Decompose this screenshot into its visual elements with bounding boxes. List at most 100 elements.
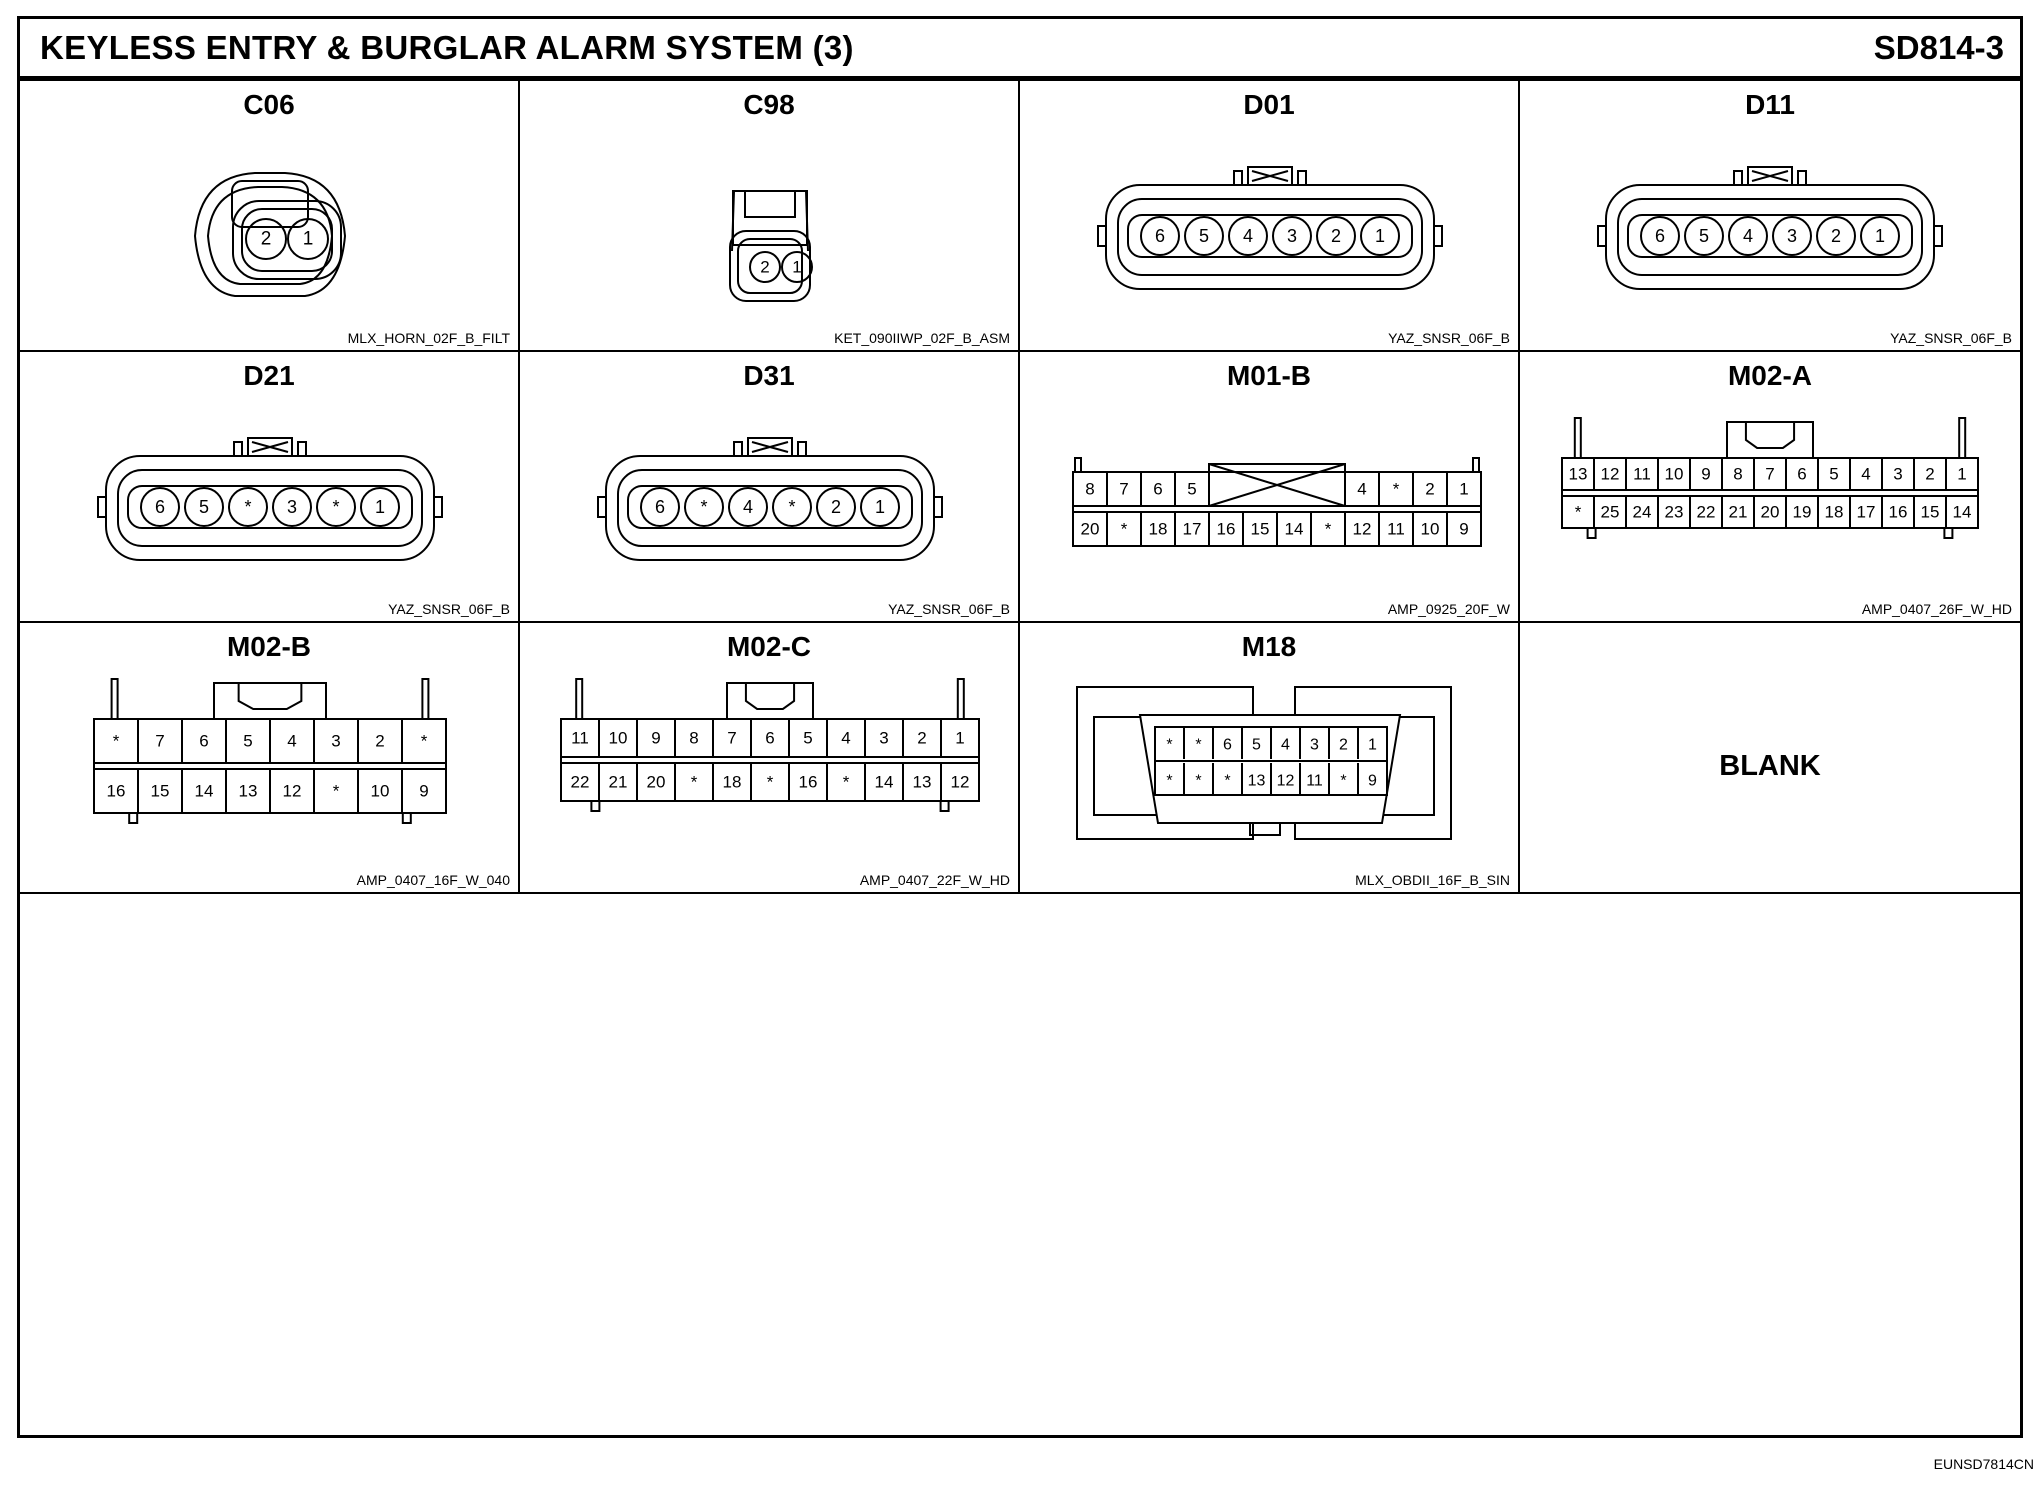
pin-label: 2 xyxy=(1925,465,1934,484)
connector-name: D01 xyxy=(1243,89,1295,120)
pin-label: 8 xyxy=(1085,480,1094,499)
pin-label: 15 xyxy=(1251,520,1270,539)
latch xyxy=(1208,463,1346,507)
latch xyxy=(1747,166,1793,186)
connector-part-number: YAZ_SNSR_06F_B xyxy=(888,601,1010,617)
guide-post xyxy=(590,800,601,812)
pin-label: 23 xyxy=(1665,503,1684,522)
pin-label: 2 xyxy=(917,729,926,748)
pin-label: * xyxy=(332,497,339,517)
pin-cavity xyxy=(1184,216,1224,256)
pin-label: 2 xyxy=(1831,226,1841,246)
connector-name: C98 xyxy=(743,89,795,120)
connector-part-number: YAZ_SNSR_06F_B xyxy=(1388,330,1510,346)
pin-cavity xyxy=(228,487,268,527)
pin-cavity xyxy=(1228,216,1268,256)
pin-label: 7 xyxy=(727,729,736,748)
pin-label: 3 xyxy=(331,732,340,751)
guide-post xyxy=(1958,417,1967,459)
pin-label: 7 xyxy=(155,732,164,751)
pin-label: 6 xyxy=(655,497,665,517)
pin-label: 24 xyxy=(1633,503,1652,522)
pin-label: 7 xyxy=(1119,480,1128,499)
connector-name: M02-C xyxy=(726,631,811,662)
connector-outline xyxy=(241,208,333,272)
connector-part-number: KET_090IIWP_02F_B_ASM xyxy=(834,330,1010,346)
guide-post xyxy=(1249,822,1281,836)
pin-label: 13 xyxy=(239,782,258,801)
pin-cavity xyxy=(1728,216,1768,256)
connector-outline xyxy=(1097,225,1107,247)
pin-cavity xyxy=(640,487,680,527)
pin-label: 9 xyxy=(651,729,660,748)
pin-cavity xyxy=(860,487,900,527)
pin-label: 1 xyxy=(875,497,885,517)
pin-cavity xyxy=(245,218,287,260)
blank-label: BLANK xyxy=(1719,750,1821,782)
pin-label: * xyxy=(1166,737,1172,754)
blank-cell: BLANK xyxy=(1520,623,2020,894)
pin-label: 21 xyxy=(1729,503,1748,522)
pin-label: 5 xyxy=(1187,480,1196,499)
pin-label: 14 xyxy=(875,773,894,792)
latch xyxy=(751,441,789,453)
pin-label: 1 xyxy=(1375,226,1385,246)
pin-label: 13 xyxy=(1569,465,1588,484)
latch xyxy=(247,437,293,457)
pin-cavity xyxy=(684,487,724,527)
latch xyxy=(251,441,289,453)
pin-label: 2 xyxy=(1331,226,1341,246)
pin-label: 12 xyxy=(1353,520,1372,539)
connector-name: M01-B xyxy=(1226,360,1311,391)
connector-outline xyxy=(729,230,811,302)
pin-cavity xyxy=(1772,216,1812,256)
pin-label: 22 xyxy=(571,773,590,792)
pin-label: 5 xyxy=(803,729,812,748)
connector-outline xyxy=(933,496,943,518)
connector-outline xyxy=(560,718,980,802)
empty-area xyxy=(20,894,2020,1434)
pin-label: * xyxy=(1575,503,1582,522)
pin-cavity xyxy=(1272,216,1312,256)
pin-label: 20 xyxy=(1081,520,1100,539)
pin-cavity xyxy=(1640,216,1680,256)
latch xyxy=(797,441,807,457)
connector-part-number: YAZ_SNSR_06F_B xyxy=(1890,330,2012,346)
drawing-code: EUNSD7814CN xyxy=(1933,1456,2034,1472)
pin-label: 1 xyxy=(792,258,801,277)
pin-label: * xyxy=(421,732,428,751)
latch xyxy=(297,441,307,457)
pin-label: 2 xyxy=(261,229,272,250)
pin-label: 10 xyxy=(1665,465,1684,484)
pin-label: 14 xyxy=(195,782,214,801)
connector-outline xyxy=(1072,471,1482,507)
pin-label: 6 xyxy=(199,732,208,751)
pin-label: 6 xyxy=(765,729,774,748)
pin-label: * xyxy=(788,497,795,517)
pin-label: 1 xyxy=(1459,480,1468,499)
page-title: KEYLESS ENTRY & BURGLAR ALARM SYSTEM (3) xyxy=(40,29,854,66)
pin-label: 1 xyxy=(1957,465,1966,484)
pin-label: * xyxy=(1325,520,1332,539)
pin-label: 5 xyxy=(1252,737,1261,754)
pin-label: * xyxy=(1224,773,1230,790)
pin-cavity xyxy=(360,487,400,527)
pin-cavity xyxy=(287,218,329,260)
pin-label: 22 xyxy=(1697,503,1716,522)
pin-cavity xyxy=(272,487,312,527)
connector-name: D21 xyxy=(243,360,295,391)
connector-outline xyxy=(731,190,735,252)
pin-label: 11 xyxy=(571,729,589,748)
latch xyxy=(231,180,309,228)
pin-label: 5 xyxy=(199,497,209,517)
sheet-header: KEYLESS ENTRY & BURGLAR ALARM SYSTEM (3)… xyxy=(20,19,2020,81)
latch xyxy=(1208,463,1346,507)
